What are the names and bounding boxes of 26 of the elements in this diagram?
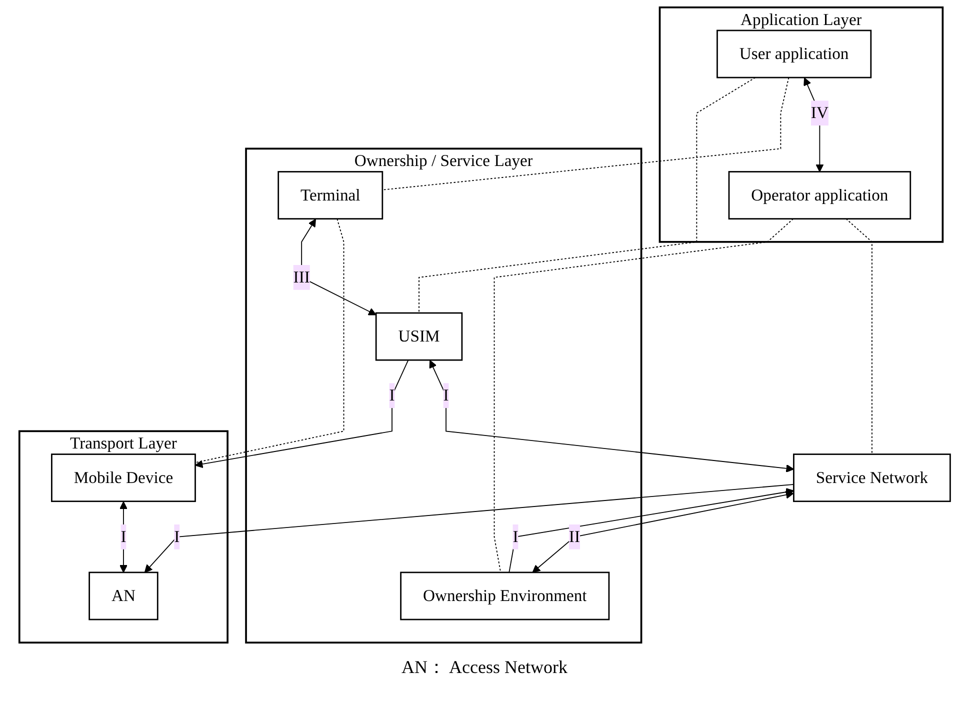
node-box: User application	[716, 30, 872, 78]
edge-label: III	[292, 268, 310, 286]
edge-label: I	[388, 386, 394, 404]
arrow	[119, 501, 128, 573]
edge-label: II	[568, 527, 580, 546]
arrow	[194, 360, 408, 468]
connector	[382, 77, 789, 190]
connector	[418, 77, 756, 314]
node-box: Operator application	[728, 171, 911, 220]
node-box: Terminal	[277, 171, 383, 220]
node-box: Ownership Environment	[400, 572, 610, 620]
connector	[194, 218, 344, 464]
connector	[494, 218, 794, 573]
edge-label: I	[512, 527, 518, 546]
edge-label: I	[174, 527, 180, 546]
arrow	[428, 360, 794, 472]
note-text: AN： Access Network	[400, 656, 568, 679]
node-box: Service Network	[792, 454, 951, 502]
edge-label: I	[442, 386, 448, 404]
edge-label: IV	[810, 103, 828, 122]
arrow	[144, 484, 794, 573]
node-box: AN	[88, 572, 158, 620]
node-box: USIM	[375, 312, 462, 361]
connector	[845, 218, 872, 455]
edge-label: I	[120, 527, 126, 546]
node-box: Mobile Device	[50, 454, 196, 502]
